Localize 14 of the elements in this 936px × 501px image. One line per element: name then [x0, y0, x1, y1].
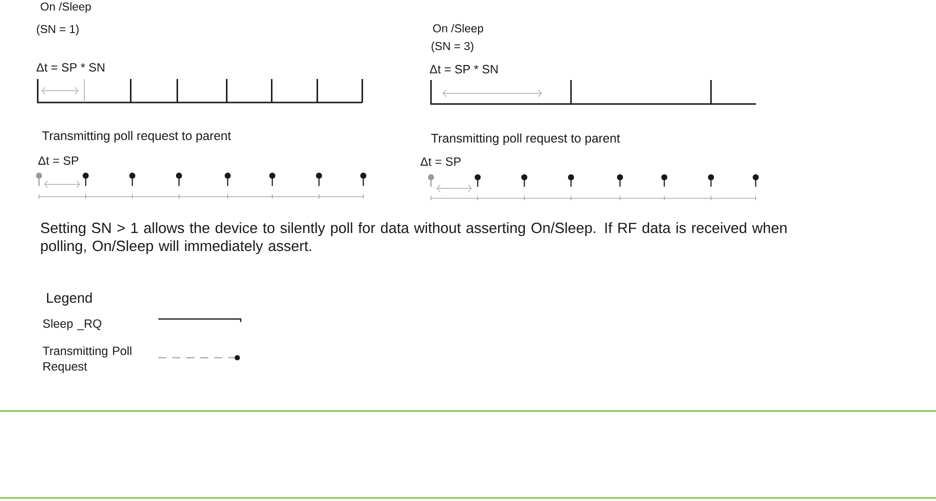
signal-label: On /Sleep — [433, 24, 484, 35]
signal-label: Transmitting poll request to parent — [42, 130, 231, 143]
legend-heading: Legend — [47, 292, 92, 306]
legend-label: Transmitting Poll Request — [42, 346, 132, 373]
parameter-label: (SN = 1) — [36, 24, 79, 36]
legend-label: Sleep _RQ — [43, 319, 102, 330]
parameter-label: (SN = 3) — [432, 42, 474, 52]
signal-label: Transmitting poll request to parent — [431, 133, 620, 146]
interval-label: Δt = SP * SN — [36, 63, 104, 72]
caption-text: Setting SN > 1 allows the device to silently poll for data without asserting On/Sleep. If RF data is received when polling, On/Sleep will immediately assert. — [40, 222, 786, 254]
interval-label: Δt = SP — [420, 157, 461, 166]
signal-label: On /Sleep — [40, 2, 91, 13]
interval-label: Δt = SP * SN — [430, 64, 498, 74]
interval-label: Δt = SP — [38, 156, 78, 165]
